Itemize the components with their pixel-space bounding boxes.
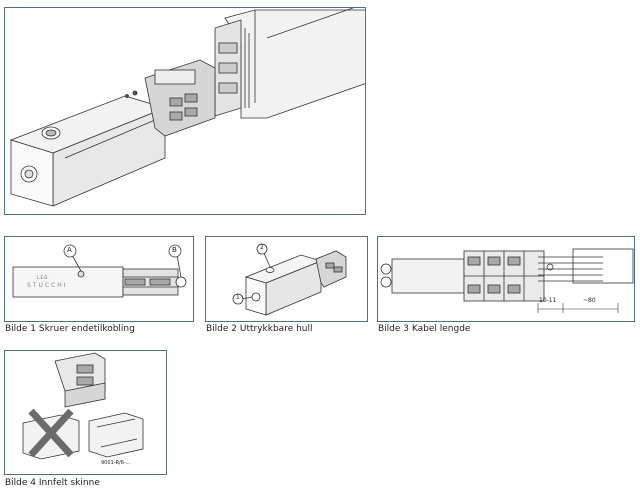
screws-end-connector-drawing [12,244,187,298]
callout-2: 2 [260,244,264,251]
caption-panel-3: Bilde 3 Kabel lengde [378,324,471,334]
knockout-holes-drawing [232,243,347,316]
panel-knockout-holes: 2 1 [205,236,368,322]
callout-b: B [172,246,177,254]
caption-panel-4: Bilde 4 Innfelt skinne [5,478,100,488]
end-connector-track-drawing [9,8,365,207]
panel-recessed-track: 9001-R/6-... [4,350,167,475]
logo-small-text: L.E.D. [37,275,49,280]
caption-panel-1: Bilde 1 Skruer endetilkobling [5,324,135,334]
connector-body [9,95,167,207]
part-number-label: 9001-R/6-... [101,460,131,466]
cable-length-drawing [380,248,634,313]
recessed-track-drawing [22,352,144,460]
cross-mark [28,408,74,458]
dimension-cable-length: ~80 [583,297,596,304]
callout-1: 1 [236,294,240,301]
connector-insert [125,59,216,137]
caption-panel-2: Bilde 2 Uttrykkbare hull [206,324,313,334]
main-illustration-panel [4,7,366,215]
track-rail [214,8,365,119]
callout-a: A [67,246,72,254]
dimension-strip-length: 10-11 [539,297,557,304]
panel-screws-end-connector: A B L.E.D. STUCCHI [4,236,194,322]
brand-logo: STUCCHI [27,282,68,289]
panel-cable-length: 10-11 ~80 [377,236,635,322]
